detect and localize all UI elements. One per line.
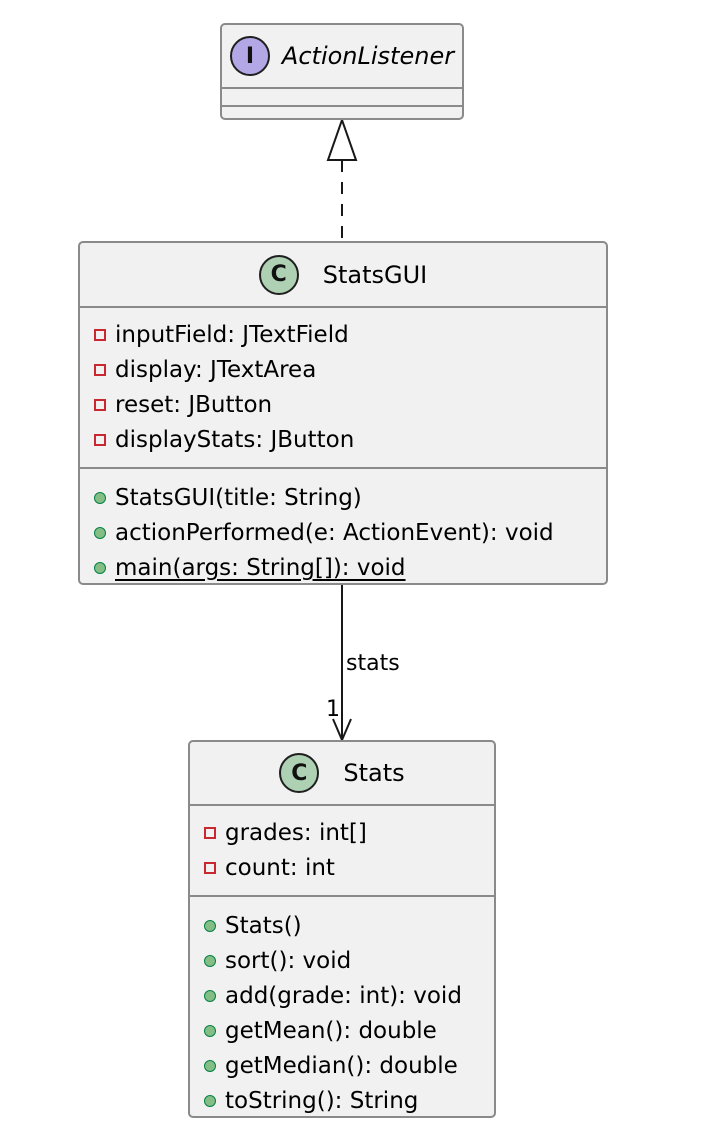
- realization-arrowhead: [326, 116, 358, 161]
- interface-name: ActionListener: [281, 42, 455, 70]
- methods-section: StatsGUI(title: String) actionPerformed(…: [80, 469, 606, 585]
- method-text: StatsGUI(title: String): [115, 484, 362, 511]
- field-text: inputField: JTextField: [115, 321, 349, 348]
- field-row: reset: JButton: [94, 387, 606, 422]
- public-visibility-icon: [204, 1094, 216, 1107]
- method-row: main(args: String[]): void: [94, 550, 606, 585]
- method-row: add(grade: int): void: [204, 978, 494, 1013]
- class-divider: [190, 895, 494, 897]
- method-row: sort(): void: [204, 943, 494, 978]
- static-method-text: main(args: String[]): void: [115, 554, 406, 581]
- class-stereotype-icon: C: [258, 254, 299, 295]
- interface-divider: [222, 105, 462, 107]
- method-row: getMedian(): double: [204, 1048, 494, 1083]
- interface-fields-section: [222, 89, 462, 105]
- private-visibility-icon: [94, 398, 106, 411]
- public-visibility-icon: [94, 561, 106, 574]
- private-visibility-icon: [204, 861, 216, 874]
- method-text: actionPerformed(e: ActionEvent): void: [115, 519, 554, 546]
- interface-stereotype-icon: I: [229, 36, 270, 76]
- private-visibility-icon: [94, 363, 106, 376]
- private-visibility-icon: [94, 328, 106, 341]
- interface-header: I ActionListener: [222, 25, 462, 89]
- method-text: toString(): String: [225, 1087, 419, 1114]
- field-row: display: JTextArea: [94, 352, 606, 387]
- class-stereotype-icon: C: [279, 753, 320, 793]
- method-text: getMean(): double: [225, 1017, 437, 1044]
- method-row: actionPerformed(e: ActionEvent): void: [94, 515, 606, 550]
- field-text: display: JTextArea: [115, 356, 317, 383]
- field-text: count: int: [225, 854, 335, 881]
- method-row: StatsGUI(title: String): [94, 480, 606, 515]
- private-visibility-icon: [204, 826, 216, 839]
- class-stats-gui[interactable]: C StatsGUI inputField: JTextField displa…: [78, 241, 608, 585]
- fields-section: inputField: JTextField display: JTextAre…: [80, 308, 606, 467]
- method-text: add(grade: int): void: [225, 982, 462, 1009]
- public-visibility-icon: [204, 1024, 216, 1037]
- class-header: C StatsGUI: [80, 243, 606, 308]
- association-multiplicity-label: 1: [326, 697, 340, 722]
- class-name: Stats: [343, 759, 405, 787]
- method-text: getMedian(): double: [225, 1052, 458, 1079]
- public-visibility-icon: [204, 1059, 216, 1072]
- field-row: grades: int[]: [204, 815, 494, 850]
- public-visibility-icon: [94, 526, 106, 539]
- method-text: sort(): void: [225, 947, 352, 974]
- method-row: toString(): String: [204, 1083, 494, 1118]
- class-header: C Stats: [190, 742, 494, 806]
- public-visibility-icon: [204, 989, 216, 1002]
- association-role-label: stats: [346, 651, 400, 676]
- methods-section: Stats() sort(): void add(grade: int): vo…: [190, 897, 494, 1118]
- field-text: reset: JButton: [115, 391, 273, 418]
- method-row: getMean(): double: [204, 1013, 494, 1048]
- fields-section: grades: int[] count: int: [190, 806, 494, 895]
- field-row: displayStats: JButton: [94, 422, 606, 457]
- field-row: count: int: [204, 850, 494, 885]
- class-name: StatsGUI: [322, 260, 428, 289]
- private-visibility-icon: [94, 433, 106, 446]
- field-text: grades: int[]: [225, 819, 367, 846]
- public-visibility-icon: [94, 491, 106, 504]
- class-divider: [80, 467, 606, 469]
- method-row: Stats(): [204, 908, 494, 943]
- method-text: Stats(): [225, 912, 302, 939]
- public-visibility-icon: [204, 954, 216, 967]
- interface-action-listener[interactable]: I ActionListener: [220, 23, 464, 120]
- field-text: displayStats: JButton: [115, 426, 355, 453]
- field-row: inputField: JTextField: [94, 317, 606, 352]
- class-stats[interactable]: C Stats grades: int[] count: int Stats()…: [188, 740, 496, 1118]
- public-visibility-icon: [204, 919, 216, 932]
